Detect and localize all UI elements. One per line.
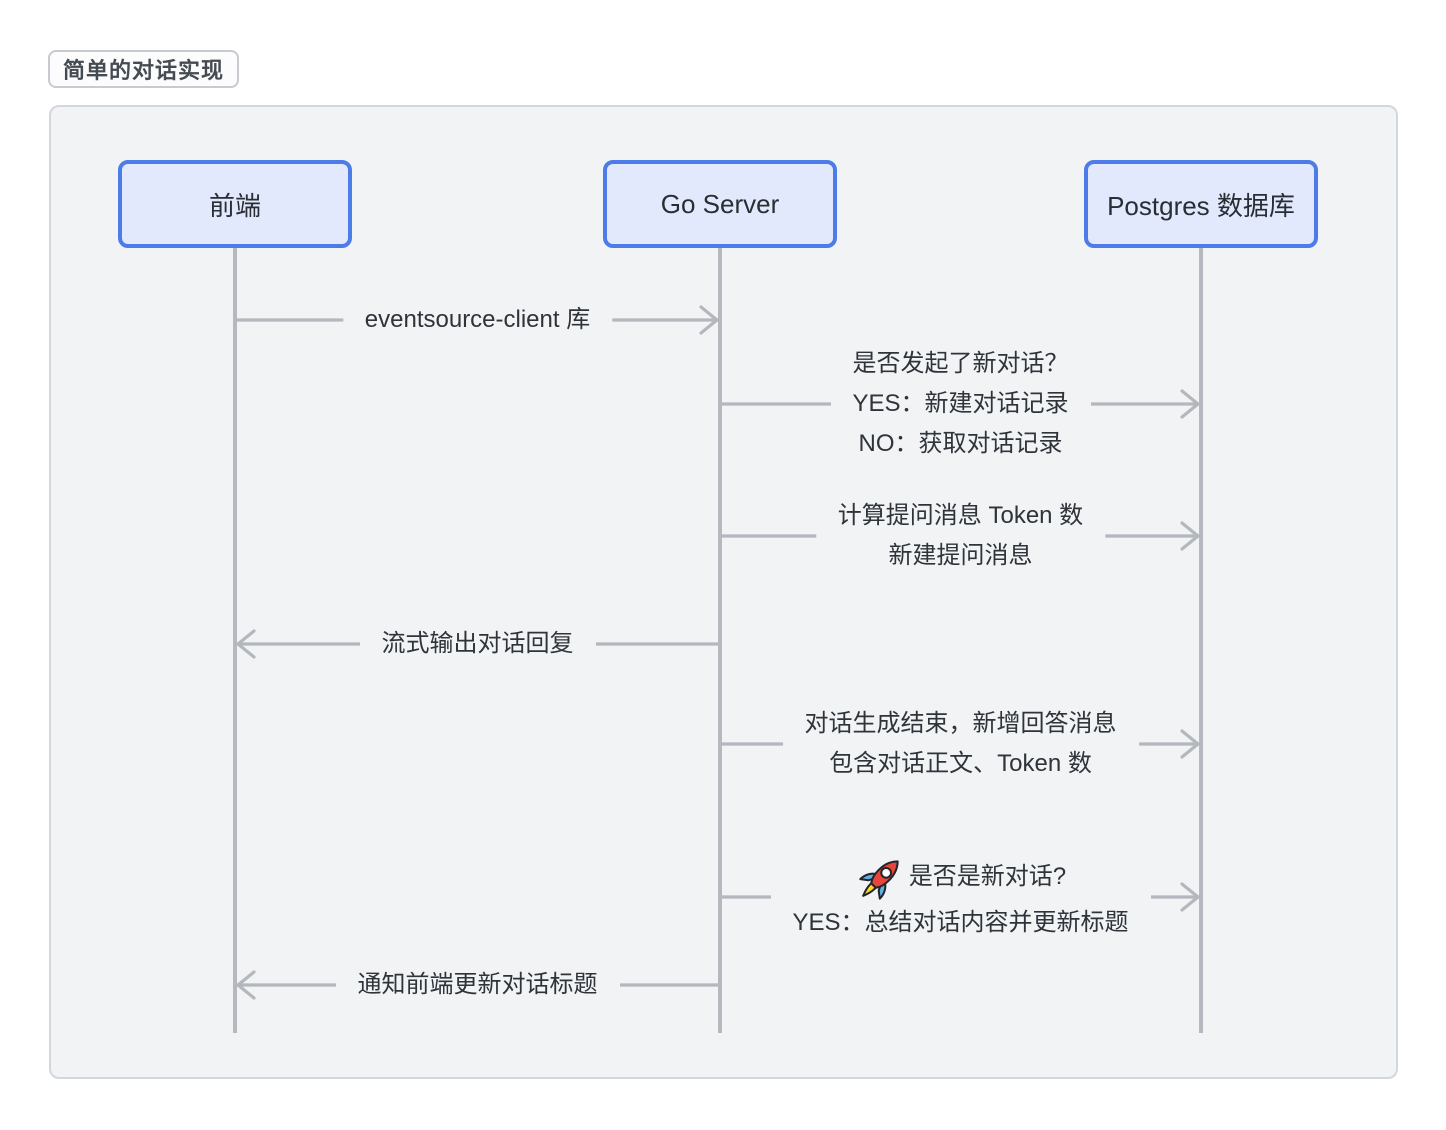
arrowhead-right-icon [1180, 389, 1200, 419]
lifeline-postgres [1199, 248, 1203, 1033]
arrowhead-left-icon [236, 629, 256, 659]
arrowhead-right-icon [1180, 521, 1200, 551]
message-line: YES：新建对话记录 [852, 390, 1069, 417]
actor-label: Postgres 数据库 [1107, 190, 1295, 221]
message-label-6: 是否是新对话? YES：总结对话内容并更新标题 [770, 851, 1151, 943]
message-text: 是否是新对话? [908, 863, 1067, 890]
message-label-4: 流式输出对话回复 [359, 624, 596, 664]
message-line: 包含对话正文、Token 数 [829, 750, 1092, 777]
actor-frontend: 前端 [118, 160, 352, 248]
message-line: 通知前端更新对话标题 [357, 971, 598, 998]
arrowhead-right-icon [1180, 882, 1200, 912]
message-line: 是否是新对话? [792, 851, 1128, 903]
message-label-3: 计算提问消息 Token 数新建提问消息 [815, 496, 1106, 576]
message-label-1: eventsource-client 库 [342, 300, 613, 340]
message-line: 计算提问消息 Token 数 [837, 502, 1084, 529]
diagram-title: 简单的对话实现 [63, 58, 225, 83]
message-line: NO：获取对话记录 [858, 430, 1063, 457]
actor-postgres: Postgres 数据库 [1084, 160, 1318, 248]
message-label-7: 通知前端更新对话标题 [335, 965, 620, 1005]
message-line: 新建提问消息 [888, 542, 1033, 569]
lifeline-frontend [233, 248, 237, 1033]
diagram-title-badge: 简单的对话实现 [48, 50, 240, 88]
message-label-5: 对话生成结束，新增回答消息包含对话正文、Token 数 [782, 704, 1139, 784]
diagram-panel [49, 105, 1398, 1079]
message-line: 对话生成结束，新增回答消息 [804, 710, 1117, 737]
rocket-icon [859, 860, 899, 900]
arrowhead-right-icon [699, 305, 719, 335]
arrowhead-left-icon [236, 970, 256, 1000]
lifeline-go-server [718, 248, 722, 1033]
message-line: 流式输出对话回复 [381, 630, 574, 657]
actor-label: Go Server [660, 188, 780, 219]
actor-go-server: Go Server [603, 160, 837, 248]
message-label-2: 是否发起了新对话？ YES：新建对话记录 NO：获取对话记录 [830, 344, 1091, 464]
actor-label: 前端 [208, 190, 261, 221]
message-line: eventsource-client 库 [364, 306, 591, 333]
arrowhead-right-icon [1180, 729, 1200, 759]
message-line: YES：总结对话内容并更新标题 [792, 909, 1129, 936]
message-line: 是否发起了新对话？ [852, 350, 1069, 377]
